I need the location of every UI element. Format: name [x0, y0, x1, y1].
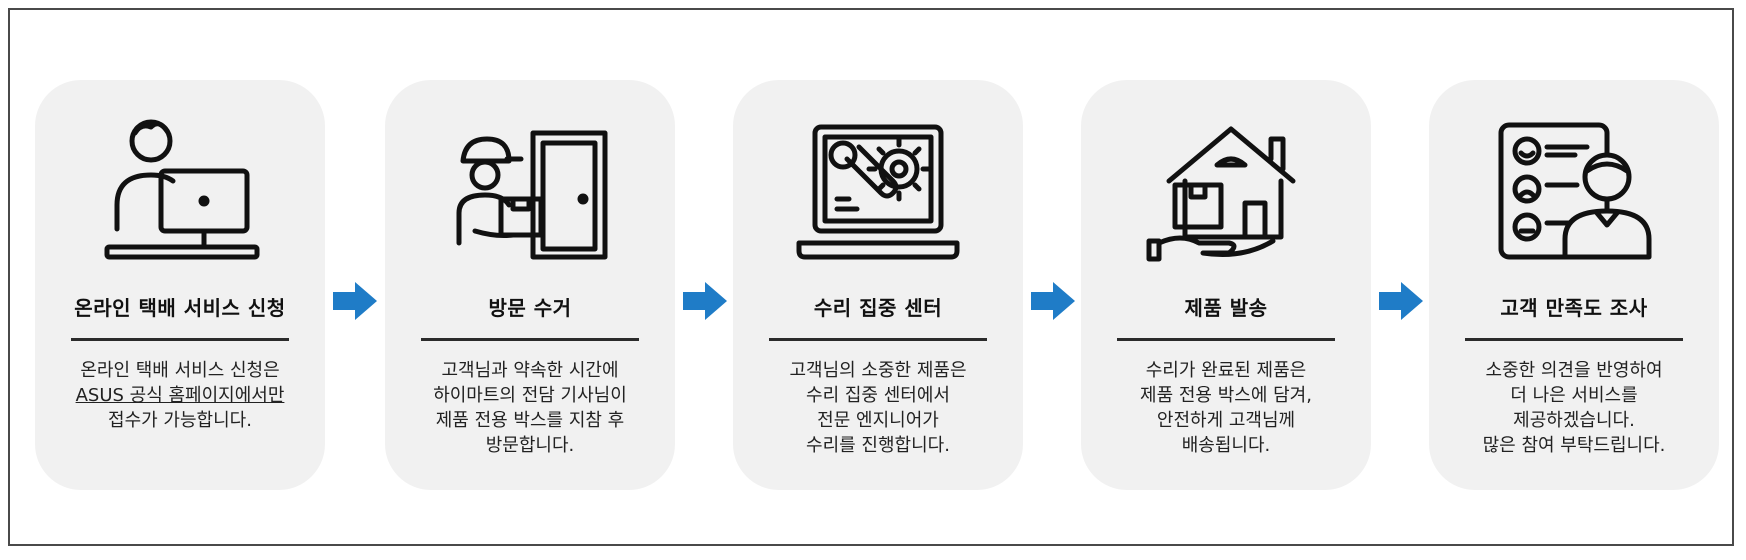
step-description: 온라인 택배 서비스 신청은 ASUS 공식 홈페이지에서만 접수가 가능합니다… — [45, 358, 315, 433]
desc-line: 제품 전용 박스를 지참 후 — [435, 410, 625, 431]
divider — [769, 338, 987, 341]
home-delivery-icon — [1081, 114, 1371, 274]
desc-line: 수리가 완료된 제품은 — [1145, 360, 1307, 381]
step-card-online-request: 온라인 택배 서비스 신청 온라인 택배 서비스 신청은 ASUS 공식 홈페이… — [35, 80, 325, 490]
desc-line: 접수가 가능합니다. — [108, 410, 252, 431]
step-title: 온라인 택배 서비스 신청 — [74, 296, 286, 320]
desc-line: 수리 집중 센터에서 — [806, 385, 950, 406]
step-card-repair-center: 수리 집중 센터 고객님의 소중한 제품은 수리 집중 센터에서 전문 엔지니어… — [733, 80, 1023, 490]
process-diagram-frame: 온라인 택배 서비스 신청 온라인 택배 서비스 신청은 ASUS 공식 홈페이… — [8, 8, 1734, 546]
step-description: 고객님의 소중한 제품은 수리 집중 센터에서 전문 엔지니어가 수리를 진행합… — [743, 358, 1013, 458]
step-description: 고객님과 약속한 시간에 하이마트의 전담 기사님이 제품 전용 박스를 지참 … — [395, 358, 665, 458]
arrow-right-icon — [333, 282, 377, 320]
desc-line: 방문합니다. — [485, 435, 575, 456]
desc-line: 수리를 진행합니다. — [806, 435, 950, 456]
desc-line: 온라인 택배 서비스 신청은 — [80, 360, 280, 381]
laptop-repair-icon — [733, 114, 1023, 274]
delivery-person-icon — [385, 114, 675, 274]
divider — [1117, 338, 1335, 341]
step-card-pickup: 방문 수거 고객님과 약속한 시간에 하이마트의 전담 기사님이 제품 전용 박… — [385, 80, 675, 490]
desc-line: 제공하겠습니다. — [1513, 410, 1635, 431]
arrow-right-icon — [683, 282, 727, 320]
desc-line: 많은 참여 부탁드립니다. — [1482, 435, 1666, 456]
step-title: 방문 수거 — [488, 296, 572, 320]
desc-line: 고객님과 약속한 시간에 — [441, 360, 619, 381]
computer-user-icon — [35, 114, 325, 274]
divider — [1465, 338, 1683, 341]
step-title: 제품 발송 — [1184, 296, 1268, 320]
desc-line: 전문 엔지니어가 — [817, 410, 939, 431]
desc-line: 배송됩니다. — [1181, 435, 1271, 456]
divider — [71, 338, 289, 341]
divider — [421, 338, 639, 341]
arrow-right-icon — [1031, 282, 1075, 320]
desc-line: 고객님의 소중한 제품은 — [789, 360, 967, 381]
step-title: 고객 만족도 조사 — [1500, 296, 1648, 320]
satisfaction-survey-icon — [1429, 114, 1719, 274]
step-description: 수리가 완료된 제품은 제품 전용 박스에 담겨, 안전하게 고객님께 배송됩니… — [1091, 358, 1361, 458]
step-description: 소중한 의견을 반영하여 더 나은 서비스를 제공하겠습니다. 많은 참여 부탁… — [1439, 358, 1709, 458]
desc-line: 하이마트의 전담 기사님이 — [433, 385, 627, 406]
step-card-survey: 고객 만족도 조사 소중한 의견을 반영하여 더 나은 서비스를 제공하겠습니다… — [1429, 80, 1719, 490]
desc-line: 제품 전용 박스에 담겨, — [1140, 385, 1312, 406]
desc-line: 안전하게 고객님께 — [1156, 410, 1296, 431]
step-card-shipping: 제품 발송 수리가 완료된 제품은 제품 전용 박스에 담겨, 안전하게 고객님… — [1081, 80, 1371, 490]
desc-line: 더 나은 서비스를 — [1510, 385, 1638, 406]
desc-line-link[interactable]: ASUS 공식 홈페이지에서만 — [75, 385, 285, 406]
step-title: 수리 집중 센터 — [813, 296, 943, 320]
desc-line: 소중한 의견을 반영하여 — [1485, 360, 1663, 381]
arrow-right-icon — [1379, 282, 1423, 320]
